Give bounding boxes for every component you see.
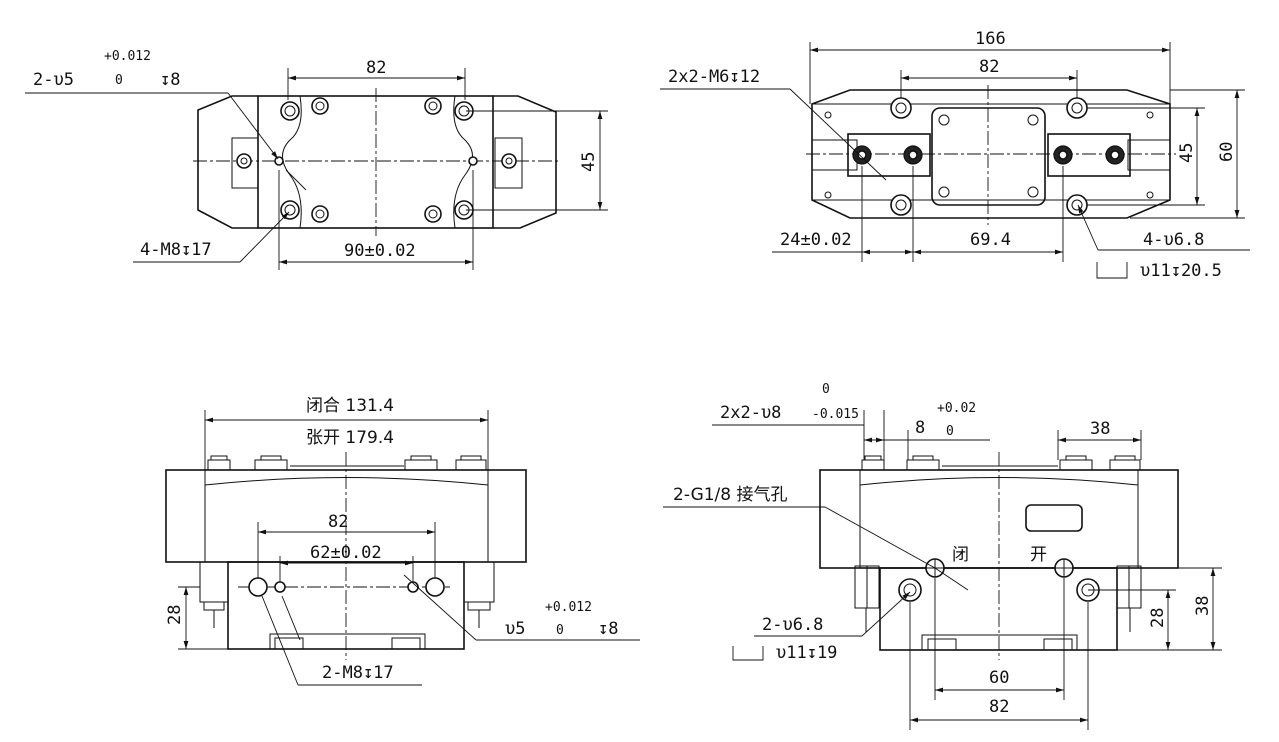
dim-38-top-label: 38 (1090, 419, 1110, 439)
dim-8-tol-plus: +0.02 (937, 401, 976, 416)
dia5-depth: ↧8 (160, 70, 180, 90)
pin-tol-top: 0 (822, 382, 830, 397)
close-port-label: 闭 (952, 545, 969, 565)
dim-166-label: 166 (975, 29, 1006, 49)
pin-tol-bottom: -0.015 (812, 407, 859, 422)
closed-width-label: 闭合 131.4 (306, 396, 394, 416)
m6-thread-label: 2x2-M6↧12 (668, 67, 760, 87)
dim-82-label: 82 (366, 58, 386, 78)
dim-24-label: 24±0.02 (780, 230, 852, 250)
pin-label: 2x2-υ8 (720, 403, 781, 423)
top-view-right: 166 82 45 60 24±0.02 69.4 2x2-M6↧12 4-υ6… (660, 29, 1250, 281)
top-view-left: 82 45 90±0.02 2-υ5 +0.012 0 ↧8 4-M8↧17 (25, 49, 608, 270)
side-view-right: 闭 开 2x2-υ8 0 -0.015 8 +0.02 0 38 2-G1/8 … (663, 382, 1222, 730)
dim-60-label: 60 (989, 668, 1009, 688)
dia5-tol-plus: +0.012 (104, 49, 151, 64)
dim-8-tol-zero: 0 (946, 424, 954, 439)
open-width-label: 张开 179.4 (306, 428, 394, 448)
dim-69-label: 69.4 (970, 230, 1011, 250)
dia5-tol-zero: 0 (556, 623, 564, 638)
m8-thread-label: 4-M8↧17 (140, 240, 212, 260)
dia5-tol-plus: +0.012 (545, 600, 592, 615)
dim-45-label: 45 (579, 152, 599, 172)
dim-82-label: 82 (328, 512, 348, 532)
side-view-left: 闭合 131.4 张开 179.4 82 62±0.02 28 υ5 +0.01… (165, 396, 640, 686)
dim-90-label: 90±0.02 (344, 241, 416, 261)
through-hole-label: 4-υ6.8 (1143, 230, 1204, 250)
dia5-hole-label: 2-υ5 (33, 70, 74, 90)
dim-62-label: 62±0.02 (310, 543, 382, 563)
open-port-label: 开 (1030, 545, 1047, 565)
dim-82-label: 82 (989, 697, 1009, 717)
dim-60-label: 60 (1217, 142, 1237, 162)
dim-45-label: 45 (1177, 143, 1197, 163)
dim-28-label: 28 (165, 605, 185, 625)
dim-28-label: 28 (1148, 608, 1168, 628)
dim-82-label: 82 (979, 57, 999, 77)
counterbore-label: υ11↧20.5 (1140, 261, 1222, 281)
dia5-depth: ↧8 (598, 619, 618, 639)
air-port-label: 2-G1/8 接气孔 (673, 485, 788, 505)
dia5-hole-label: υ5 (505, 619, 525, 639)
dim-38-label: 38 (1193, 596, 1213, 616)
dim-8-label: 8 (915, 418, 925, 438)
dia5-tol-zero: 0 (115, 73, 123, 88)
counterbore-label: υ11↧19 (776, 643, 837, 663)
through-hole-label: 2-υ6.8 (762, 615, 823, 635)
m8-thread-label: 2-M8↧17 (322, 663, 394, 683)
